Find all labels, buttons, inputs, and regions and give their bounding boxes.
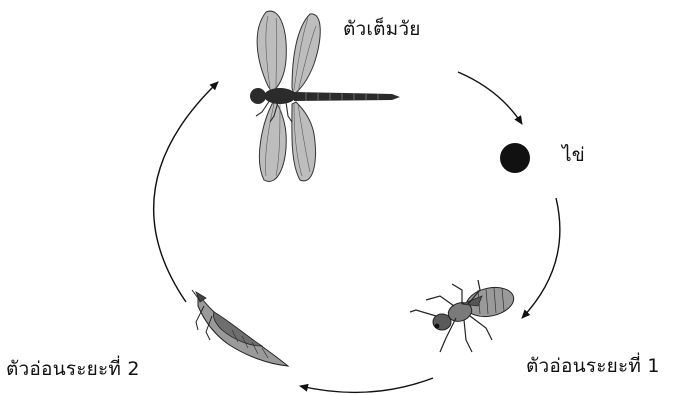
dragonfly-wing-upper-right: [292, 14, 320, 94]
nymph-icon: [410, 280, 516, 352]
arrow-nymph2-to-adult: [154, 82, 218, 302]
arrow-nymph1-to-nymph2: [300, 378, 433, 392]
dragonfly-wing-lower-left: [259, 102, 286, 181]
dragonfly-abdomen: [294, 92, 400, 101]
stage-label-egg: ไข่: [562, 146, 585, 165]
stage-label-nymph-1: ตัวอ่อนระยะที่ 1: [526, 357, 660, 376]
nymph2-body: [198, 294, 288, 366]
stage-label-nymph-2: ตัวอ่อนระยะที่ 2: [6, 360, 140, 379]
dragonfly-head: [250, 88, 266, 104]
egg-icon: [500, 143, 530, 173]
dragonfly-wing-upper-left: [257, 11, 286, 92]
emerging-nymph-icon: [192, 290, 288, 366]
stage-label-adult: ตัวเต็มวัย: [343, 20, 421, 39]
arrow-egg-to-nymph1: [522, 198, 560, 318]
arrow-adult-to-egg: [458, 72, 522, 124]
